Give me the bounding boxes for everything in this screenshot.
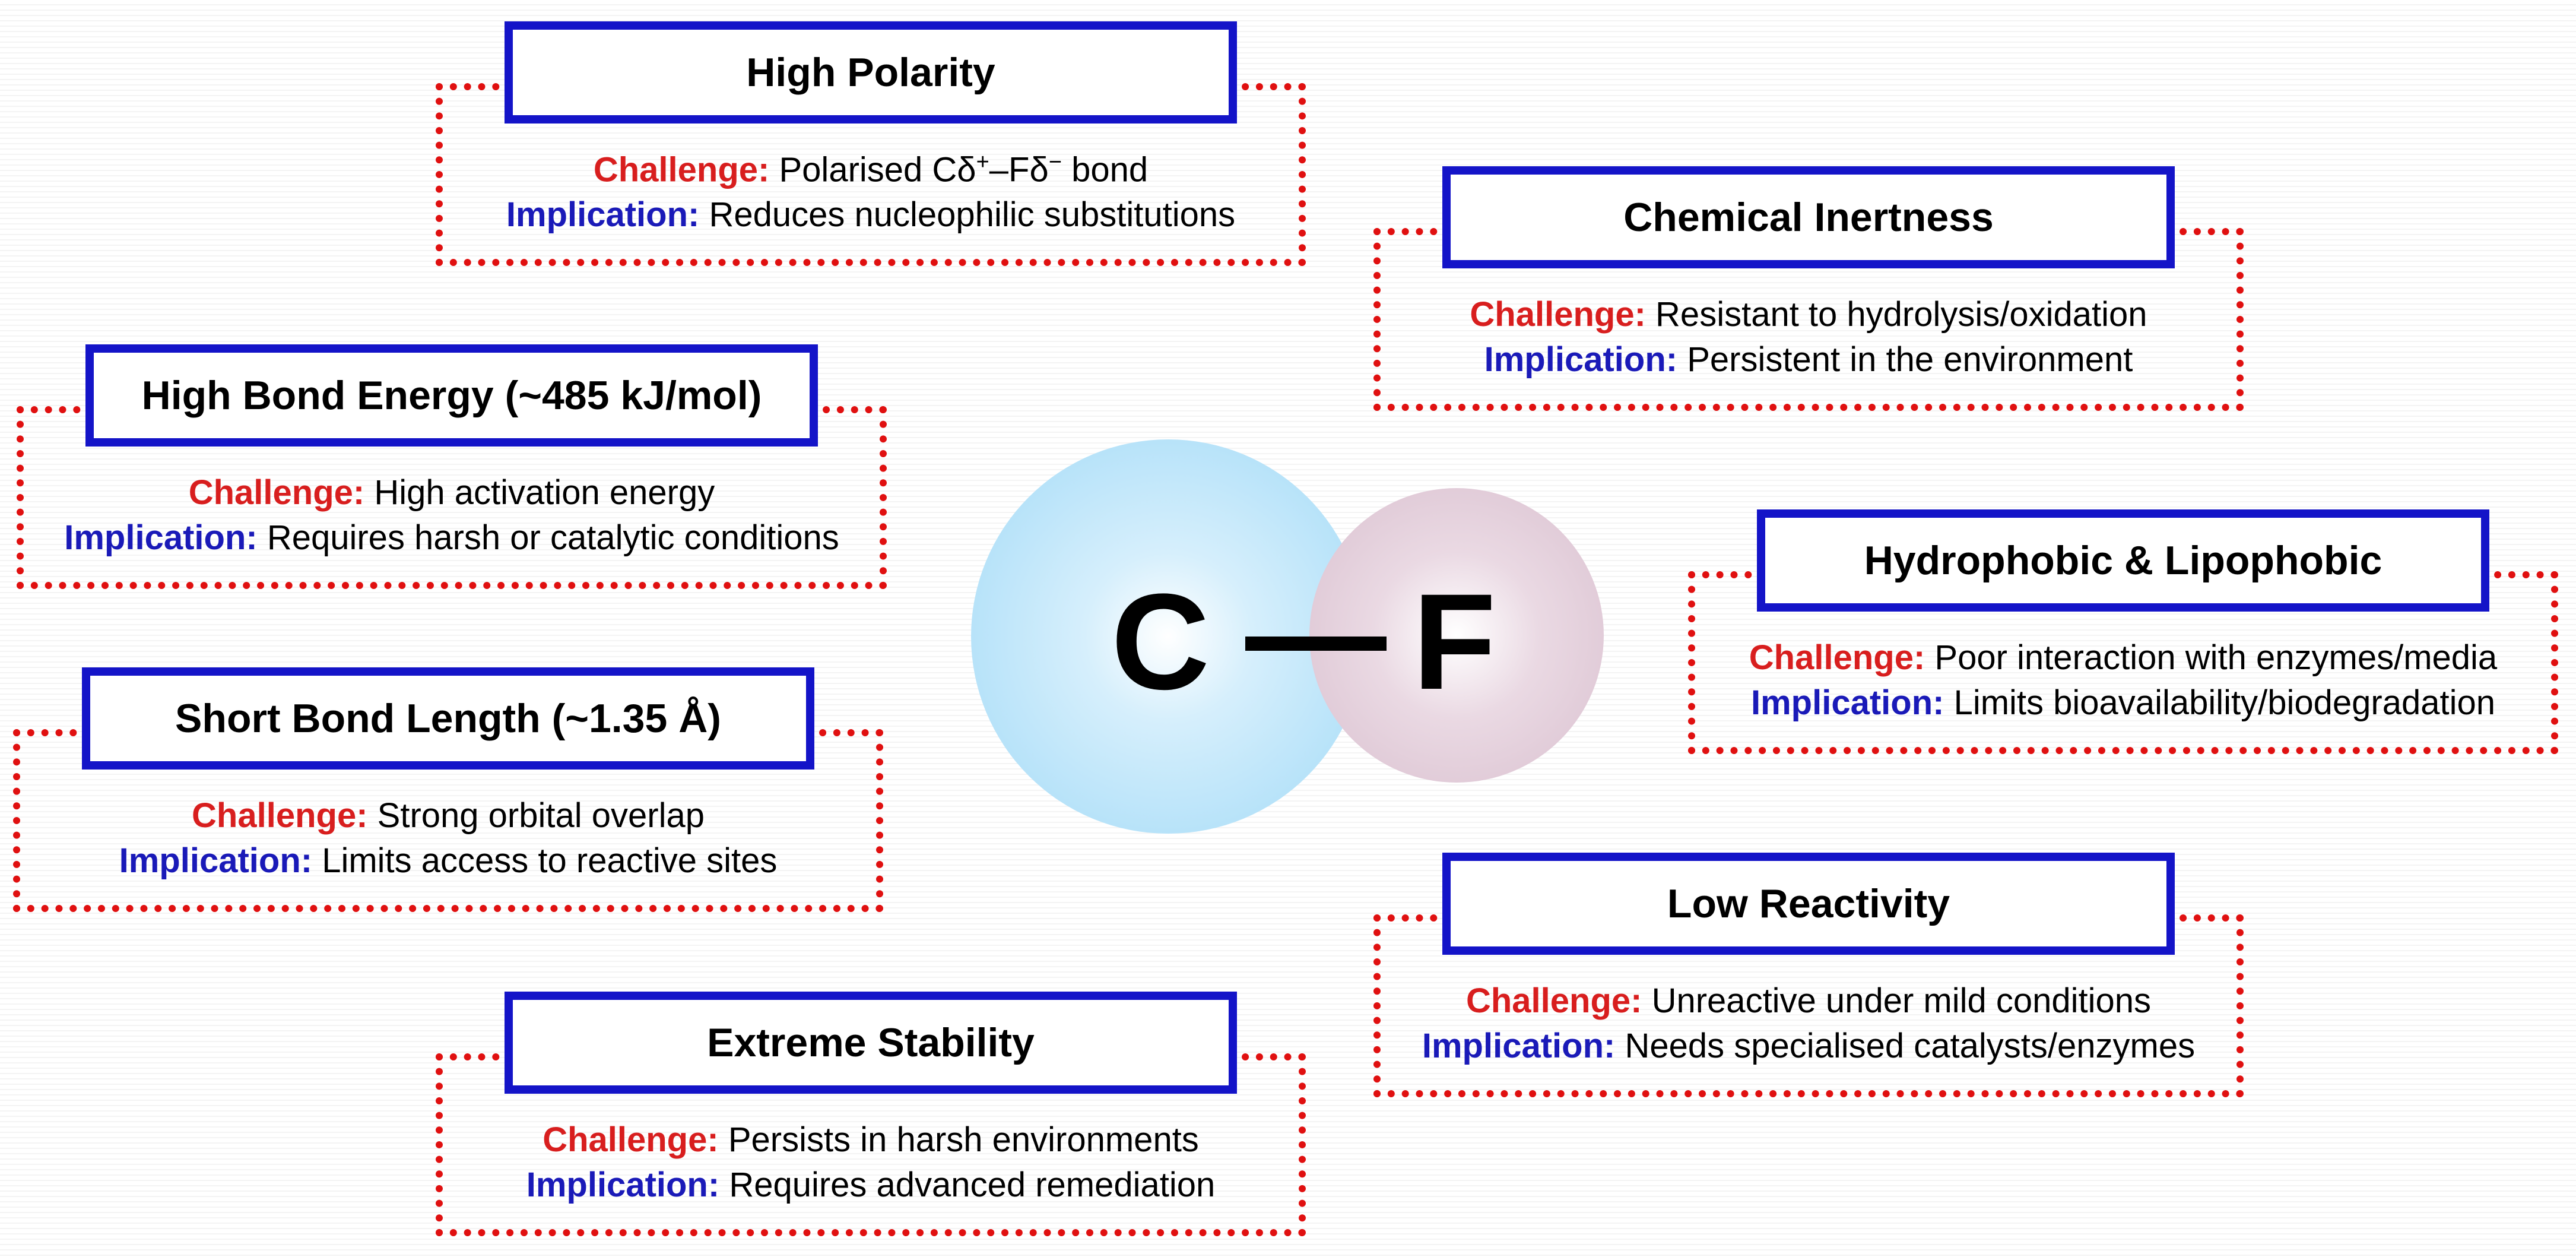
challenge-label: Challenge: bbox=[188, 473, 365, 512]
implication-line: Implication: Requires harsh or catalytic… bbox=[17, 515, 887, 561]
implication-label: Implication: bbox=[119, 841, 313, 880]
card-hydrophobic-lipophobic: Hydrophobic & Lipophobic Challenge: Poor… bbox=[1688, 509, 2558, 754]
card-text: Challenge: Persists in harsh environment… bbox=[436, 1117, 1306, 1208]
card-title: High Bond Energy (~485 kJ/mol) bbox=[85, 344, 818, 447]
challenge-label: Challenge: bbox=[1749, 638, 1925, 677]
challenge-text: Unreactive under mild conditions bbox=[1651, 981, 2152, 1020]
implication-label: Implication: bbox=[526, 1166, 720, 1204]
card-title: Low Reactivity bbox=[1442, 853, 2175, 955]
bond-line bbox=[1245, 637, 1387, 651]
card-text: Challenge: Poor interaction with enzymes… bbox=[1688, 635, 2558, 726]
implication-text: Needs specialised catalysts/enzymes bbox=[1625, 1027, 2196, 1065]
implication-line: Implication: Persistent in the environme… bbox=[1373, 337, 2244, 382]
implication-label: Implication: bbox=[1750, 683, 1944, 722]
challenge-text: Strong orbital overlap bbox=[377, 796, 705, 835]
card-title: High Polarity bbox=[505, 21, 1237, 124]
implication-label: Implication: bbox=[506, 195, 700, 234]
card-title: Extreme Stability bbox=[505, 992, 1237, 1094]
challenge-text-middle: –Fδ bbox=[989, 150, 1049, 189]
implication-label: Implication: bbox=[1422, 1027, 1616, 1065]
card-chemical-inertness: Chemical Inertness Challenge: Resistant … bbox=[1373, 166, 2244, 411]
implication-text: Requires advanced remediation bbox=[729, 1166, 1216, 1204]
challenge-label: Challenge: bbox=[593, 150, 770, 189]
implication-line: Implication: Requires advanced remediati… bbox=[436, 1163, 1306, 1208]
fluorine-atom-sphere bbox=[1309, 488, 1604, 783]
card-text: Challenge: High activation energy Implic… bbox=[17, 470, 887, 561]
card-text: Challenge: Unreactive under mild conditi… bbox=[1373, 979, 2244, 1069]
card-text: Challenge: Resistant to hydrolysis/oxida… bbox=[1373, 292, 2244, 382]
challenge-text: Resistant to hydrolysis/oxidation bbox=[1655, 295, 2147, 334]
implication-line: Implication: Limits access to reactive s… bbox=[13, 838, 883, 884]
card-low-reactivity: Low Reactivity Challenge: Unreactive und… bbox=[1373, 853, 2244, 1097]
implication-text: Reduces nucleophilic substitutions bbox=[709, 195, 1236, 234]
challenge-line: Challenge: High activation energy bbox=[17, 470, 887, 515]
challenge-line: Challenge: Resistant to hydrolysis/oxida… bbox=[1373, 292, 2244, 337]
card-title: Hydrophobic & Lipophobic bbox=[1757, 509, 2489, 612]
challenge-line: Challenge: Unreactive under mild conditi… bbox=[1373, 979, 2244, 1024]
card-title: Chemical Inertness bbox=[1442, 166, 2175, 268]
carbon-symbol: C bbox=[1111, 565, 1210, 718]
implication-text: Limits bioavailability/biodegradation bbox=[1953, 683, 2496, 722]
challenge-line: Challenge: Poor interaction with enzymes… bbox=[1688, 635, 2558, 680]
implication-label: Implication: bbox=[64, 518, 258, 557]
card-text: Challenge: Polarised Cδ+–Fδ− bond Implic… bbox=[436, 140, 1306, 238]
challenge-label: Challenge: bbox=[543, 1120, 719, 1159]
partial-positive-sign: + bbox=[976, 149, 989, 175]
implication-line: Implication: Needs specialised catalysts… bbox=[1373, 1024, 2244, 1069]
card-text: Challenge: Strong orbital overlap Implic… bbox=[13, 793, 883, 884]
challenge-text: Persists in harsh environments bbox=[728, 1120, 1199, 1159]
challenge-line: Challenge: Persists in harsh environment… bbox=[436, 1117, 1306, 1163]
challenge-label: Challenge: bbox=[1465, 981, 1642, 1020]
implication-label: Implication: bbox=[1484, 340, 1678, 379]
implication-text: Limits access to reactive sites bbox=[322, 841, 778, 880]
challenge-label: Challenge: bbox=[1470, 295, 1646, 334]
fluorine-symbol: F bbox=[1413, 565, 1496, 718]
card-short-bond-length: Short Bond Length (~1.35 Å) Challenge: S… bbox=[13, 667, 883, 912]
card-high-bond-energy: High Bond Energy (~485 kJ/mol) Challenge… bbox=[17, 344, 887, 589]
implication-text: Persistent in the environment bbox=[1687, 340, 2133, 379]
challenge-text: High activation energy bbox=[374, 473, 715, 512]
card-high-polarity: High Polarity Challenge: Polarised Cδ+–F… bbox=[436, 21, 1306, 266]
partial-negative-sign: − bbox=[1048, 149, 1062, 175]
implication-line: Implication: Limits bioavailability/biod… bbox=[1688, 680, 2558, 726]
challenge-line: Challenge: Strong orbital overlap bbox=[13, 793, 883, 838]
implication-text: Requires harsh or catalytic conditions bbox=[267, 518, 839, 557]
challenge-text-end: bond bbox=[1061, 150, 1149, 189]
challenge-text-start: Polarised Cδ bbox=[779, 150, 976, 189]
card-title: Short Bond Length (~1.35 Å) bbox=[82, 667, 814, 770]
card-extreme-stability: Extreme Stability Challenge: Persists in… bbox=[436, 992, 1306, 1236]
challenge-line: Challenge: Polarised Cδ+–Fδ− bond bbox=[436, 140, 1306, 192]
challenge-text: Poor interaction with enzymes/media bbox=[1934, 638, 2498, 677]
implication-line: Implication: Reduces nucleophilic substi… bbox=[436, 192, 1306, 238]
challenge-label: Challenge: bbox=[192, 796, 368, 835]
